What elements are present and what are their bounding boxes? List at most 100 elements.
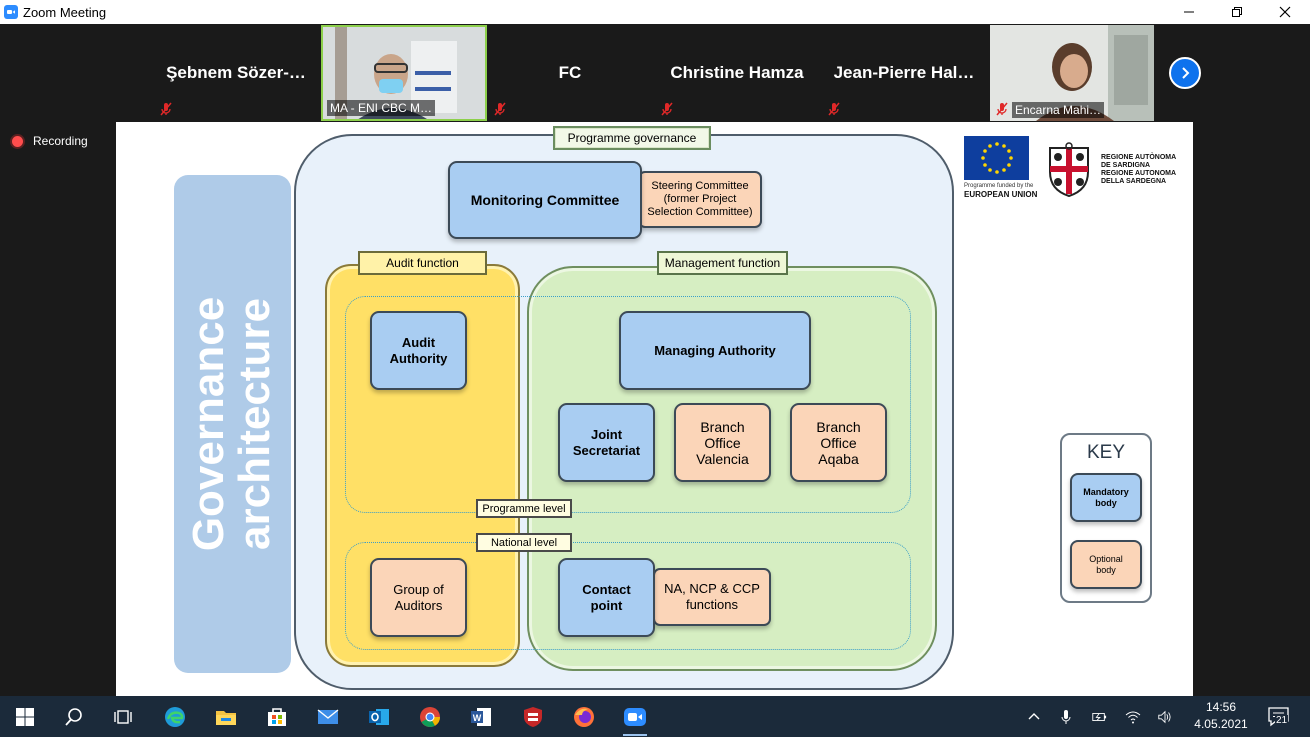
chrome-icon	[420, 707, 441, 727]
participant-name: Christine Hamza	[670, 63, 804, 82]
microphone-tray-button[interactable]	[1058, 706, 1074, 728]
shared-screen-slide: Governance architecture Programme govern…	[116, 122, 1193, 696]
participant-name: Encarna Mahi…	[1012, 102, 1105, 118]
taskbar-security-app[interactable]	[518, 702, 548, 732]
legend-mandatory-body: Mandatory body	[1070, 473, 1142, 522]
participant-tile[interactable]: FC	[488, 25, 652, 121]
microphone-icon	[1061, 710, 1071, 724]
mic-muted-icon	[494, 102, 506, 116]
programme-level-label: Programme level	[476, 499, 572, 518]
taskbar-outlook[interactable]	[364, 702, 394, 732]
mail-icon	[317, 709, 339, 724]
branch-office-valencia-box: Branch Office Valencia	[674, 403, 771, 482]
windows-start-icon	[16, 708, 34, 726]
show-hidden-icons-button[interactable]	[1026, 706, 1042, 728]
start-button[interactable]	[10, 702, 40, 732]
programme-level-zone	[345, 296, 911, 513]
zoom-icon	[624, 708, 646, 726]
joint-secretariat-box: Joint Secretariat	[558, 403, 655, 482]
file-explorer-icon	[216, 711, 236, 725]
managing-authority-box: Managing Authority	[619, 311, 811, 390]
participant-name: FC	[558, 63, 582, 82]
steering-committee-box: Steering Committee (former Project Selec…	[638, 171, 762, 228]
minimize-icon	[1184, 11, 1194, 13]
side-title: Governance architecture	[174, 175, 291, 673]
taskbar-store[interactable]	[262, 702, 292, 732]
wifi-icon	[1125, 711, 1141, 724]
side-title-line1: Governance	[184, 296, 234, 552]
mic-muted-icon	[828, 102, 840, 116]
participant-strip: Şebnem Sözer-… MA - ENI CBC M… FC Chris	[0, 24, 1310, 122]
sardinia-region-text: REGIONE AUTÒNOMA DE SARDIGNA REGIONE AUT…	[1101, 154, 1177, 185]
national-level-label: National level	[476, 533, 572, 552]
legend-key-title: KEY	[1086, 442, 1126, 463]
mic-muted-icon	[996, 102, 1008, 116]
contact-point-box: Contact point	[558, 558, 655, 637]
notification-center-button[interactable]: 21	[1266, 704, 1292, 730]
window-title: Zoom Meeting	[23, 4, 107, 20]
speaker-volume-icon	[1158, 710, 1171, 724]
taskbar-word[interactable]: W	[466, 702, 496, 732]
windows-taskbar: W 14:56 4.05.2021	[0, 696, 1310, 737]
programme-governance-label: Programme governance	[553, 126, 711, 150]
sardinia-coat-of-arms-logo	[1049, 142, 1089, 198]
taskbar-edge[interactable]	[160, 702, 190, 732]
taskbar-clock[interactable]: 14:56 4.05.2021	[1190, 699, 1252, 733]
task-view-button[interactable]	[108, 702, 138, 732]
participant-tile[interactable]: Jean-Pierre Hal…	[822, 25, 986, 121]
restore-icon	[1232, 7, 1242, 17]
taskbar-chrome[interactable]	[415, 702, 445, 732]
branch-office-aqaba-box: Branch Office Aqaba	[790, 403, 887, 482]
participant-name: Jean-Pierre Hal…	[833, 63, 975, 82]
chevron-right-icon	[1182, 67, 1190, 79]
notification-count-badge: 21	[1275, 715, 1289, 726]
recording-dot-icon	[12, 135, 23, 147]
chevron-up-icon	[1028, 713, 1040, 720]
task-view-icon	[114, 710, 132, 724]
firefox-icon	[574, 707, 594, 727]
volume-tray-button[interactable]	[1156, 706, 1174, 728]
minimize-button[interactable]	[1166, 0, 1212, 24]
close-button[interactable]	[1262, 0, 1308, 24]
participant-tile[interactable]: Encarna Mahi…	[990, 25, 1154, 121]
participant-name: Şebnem Sözer-…	[166, 63, 306, 82]
clock-date: 4.05.2021	[1194, 717, 1248, 731]
participant-tile[interactable]: Şebnem Sözer-…	[154, 25, 318, 121]
audit-function-label: Audit function	[358, 251, 487, 275]
taskbar-search-button[interactable]	[59, 702, 89, 732]
participant-tile[interactable]: Christine Hamza	[655, 25, 819, 121]
recording-label: Recording	[33, 134, 88, 148]
side-title-line2: architecture	[230, 298, 280, 550]
monitoring-committee-box: Monitoring Committee	[448, 161, 642, 239]
eu-caption: Programme funded by the EUROPEAN UNION	[964, 183, 1044, 200]
eu-caption-big: EUROPEAN UNION	[964, 190, 1038, 199]
close-icon	[1279, 6, 1291, 18]
edge-icon	[165, 707, 185, 727]
restore-button[interactable]	[1214, 0, 1260, 24]
svg-text:W: W	[473, 713, 482, 723]
next-participants-button[interactable]	[1169, 57, 1201, 89]
security-shield-icon	[524, 707, 542, 727]
participant-name: MA - ENI CBC M…	[327, 100, 436, 116]
outlook-icon	[369, 709, 389, 725]
zoom-camera-icon	[4, 5, 18, 19]
taskbar-firefox[interactable]	[569, 702, 599, 732]
taskbar-file-explorer[interactable]	[211, 702, 241, 732]
mic-muted-icon	[160, 102, 172, 116]
battery-charging-icon	[1092, 713, 1107, 721]
na-ncp-ccp-functions-box: NA, NCP & CCP functions	[653, 568, 771, 626]
taskbar-mail[interactable]	[313, 702, 343, 732]
participant-tile-active[interactable]: MA - ENI CBC M…	[321, 25, 487, 121]
taskbar-zoom[interactable]	[620, 702, 650, 736]
eu-flag-logo	[964, 136, 1029, 180]
network-tray-button[interactable]	[1125, 706, 1141, 728]
eu-caption-small: Programme funded by the	[964, 183, 1034, 189]
battery-tray-button[interactable]	[1090, 706, 1108, 728]
side-title-panel	[174, 175, 291, 673]
national-level-zone	[345, 542, 911, 650]
clock-time: 14:56	[1205, 700, 1237, 714]
recording-indicator[interactable]: Recording	[12, 134, 88, 148]
word-icon: W	[471, 708, 491, 726]
store-icon	[268, 708, 286, 726]
mic-muted-icon	[661, 102, 673, 116]
